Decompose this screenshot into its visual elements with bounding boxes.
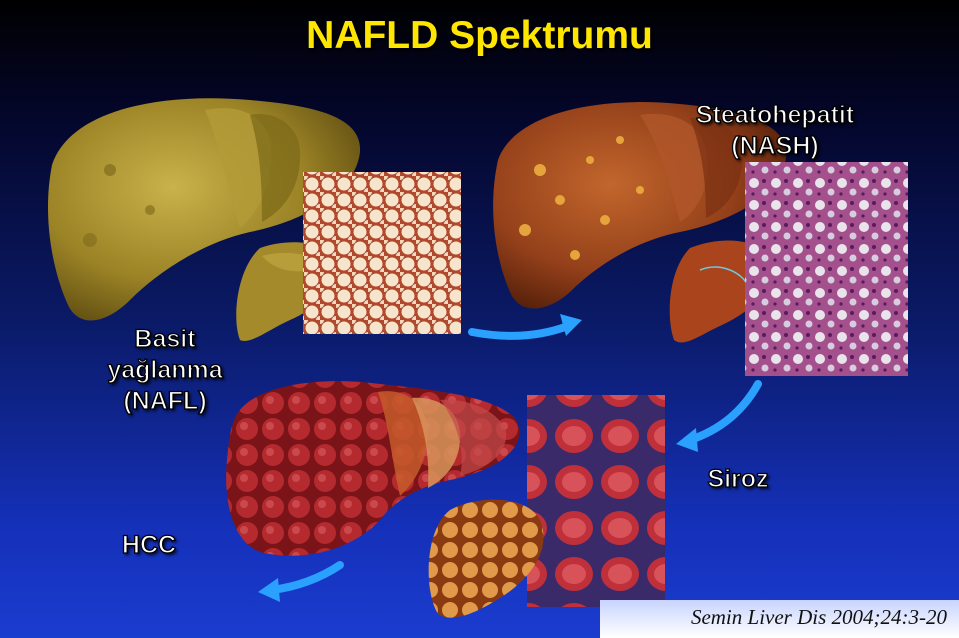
nash-label-line1: Steatohepatit (695, 100, 855, 129)
nash-liver-illustration (493, 102, 908, 376)
fatty-liver-illustration (47, 98, 461, 341)
cirrhosis-label: Siroz (707, 464, 769, 493)
citation: Semin Liver Dis 2004;24:3-20 (690, 605, 947, 629)
slide-title: NAFLD Spektrumu (306, 14, 653, 57)
hcc-liver-illustration (226, 381, 520, 556)
nafl-label-line2: yağlanma (107, 355, 224, 384)
citation-band (600, 600, 959, 638)
nafl-label: Basit yağlanma (NAFL) (80, 324, 250, 417)
nash-label-line2: (NASH) (731, 131, 820, 160)
nash-label: Steatohepatit (NASH) (660, 100, 890, 162)
cirrhosis-illustration (428, 395, 665, 618)
hcc-label: HCC (121, 530, 177, 559)
arrow-cirrhosis-to-hcc (258, 561, 344, 602)
nafl-label-line3: (NAFL) (123, 386, 208, 415)
arrow-nash-to-cirrhosis (676, 380, 762, 452)
nafl-label-line1: Basit (134, 324, 196, 353)
arrow-nafl-to-nash (468, 314, 582, 340)
